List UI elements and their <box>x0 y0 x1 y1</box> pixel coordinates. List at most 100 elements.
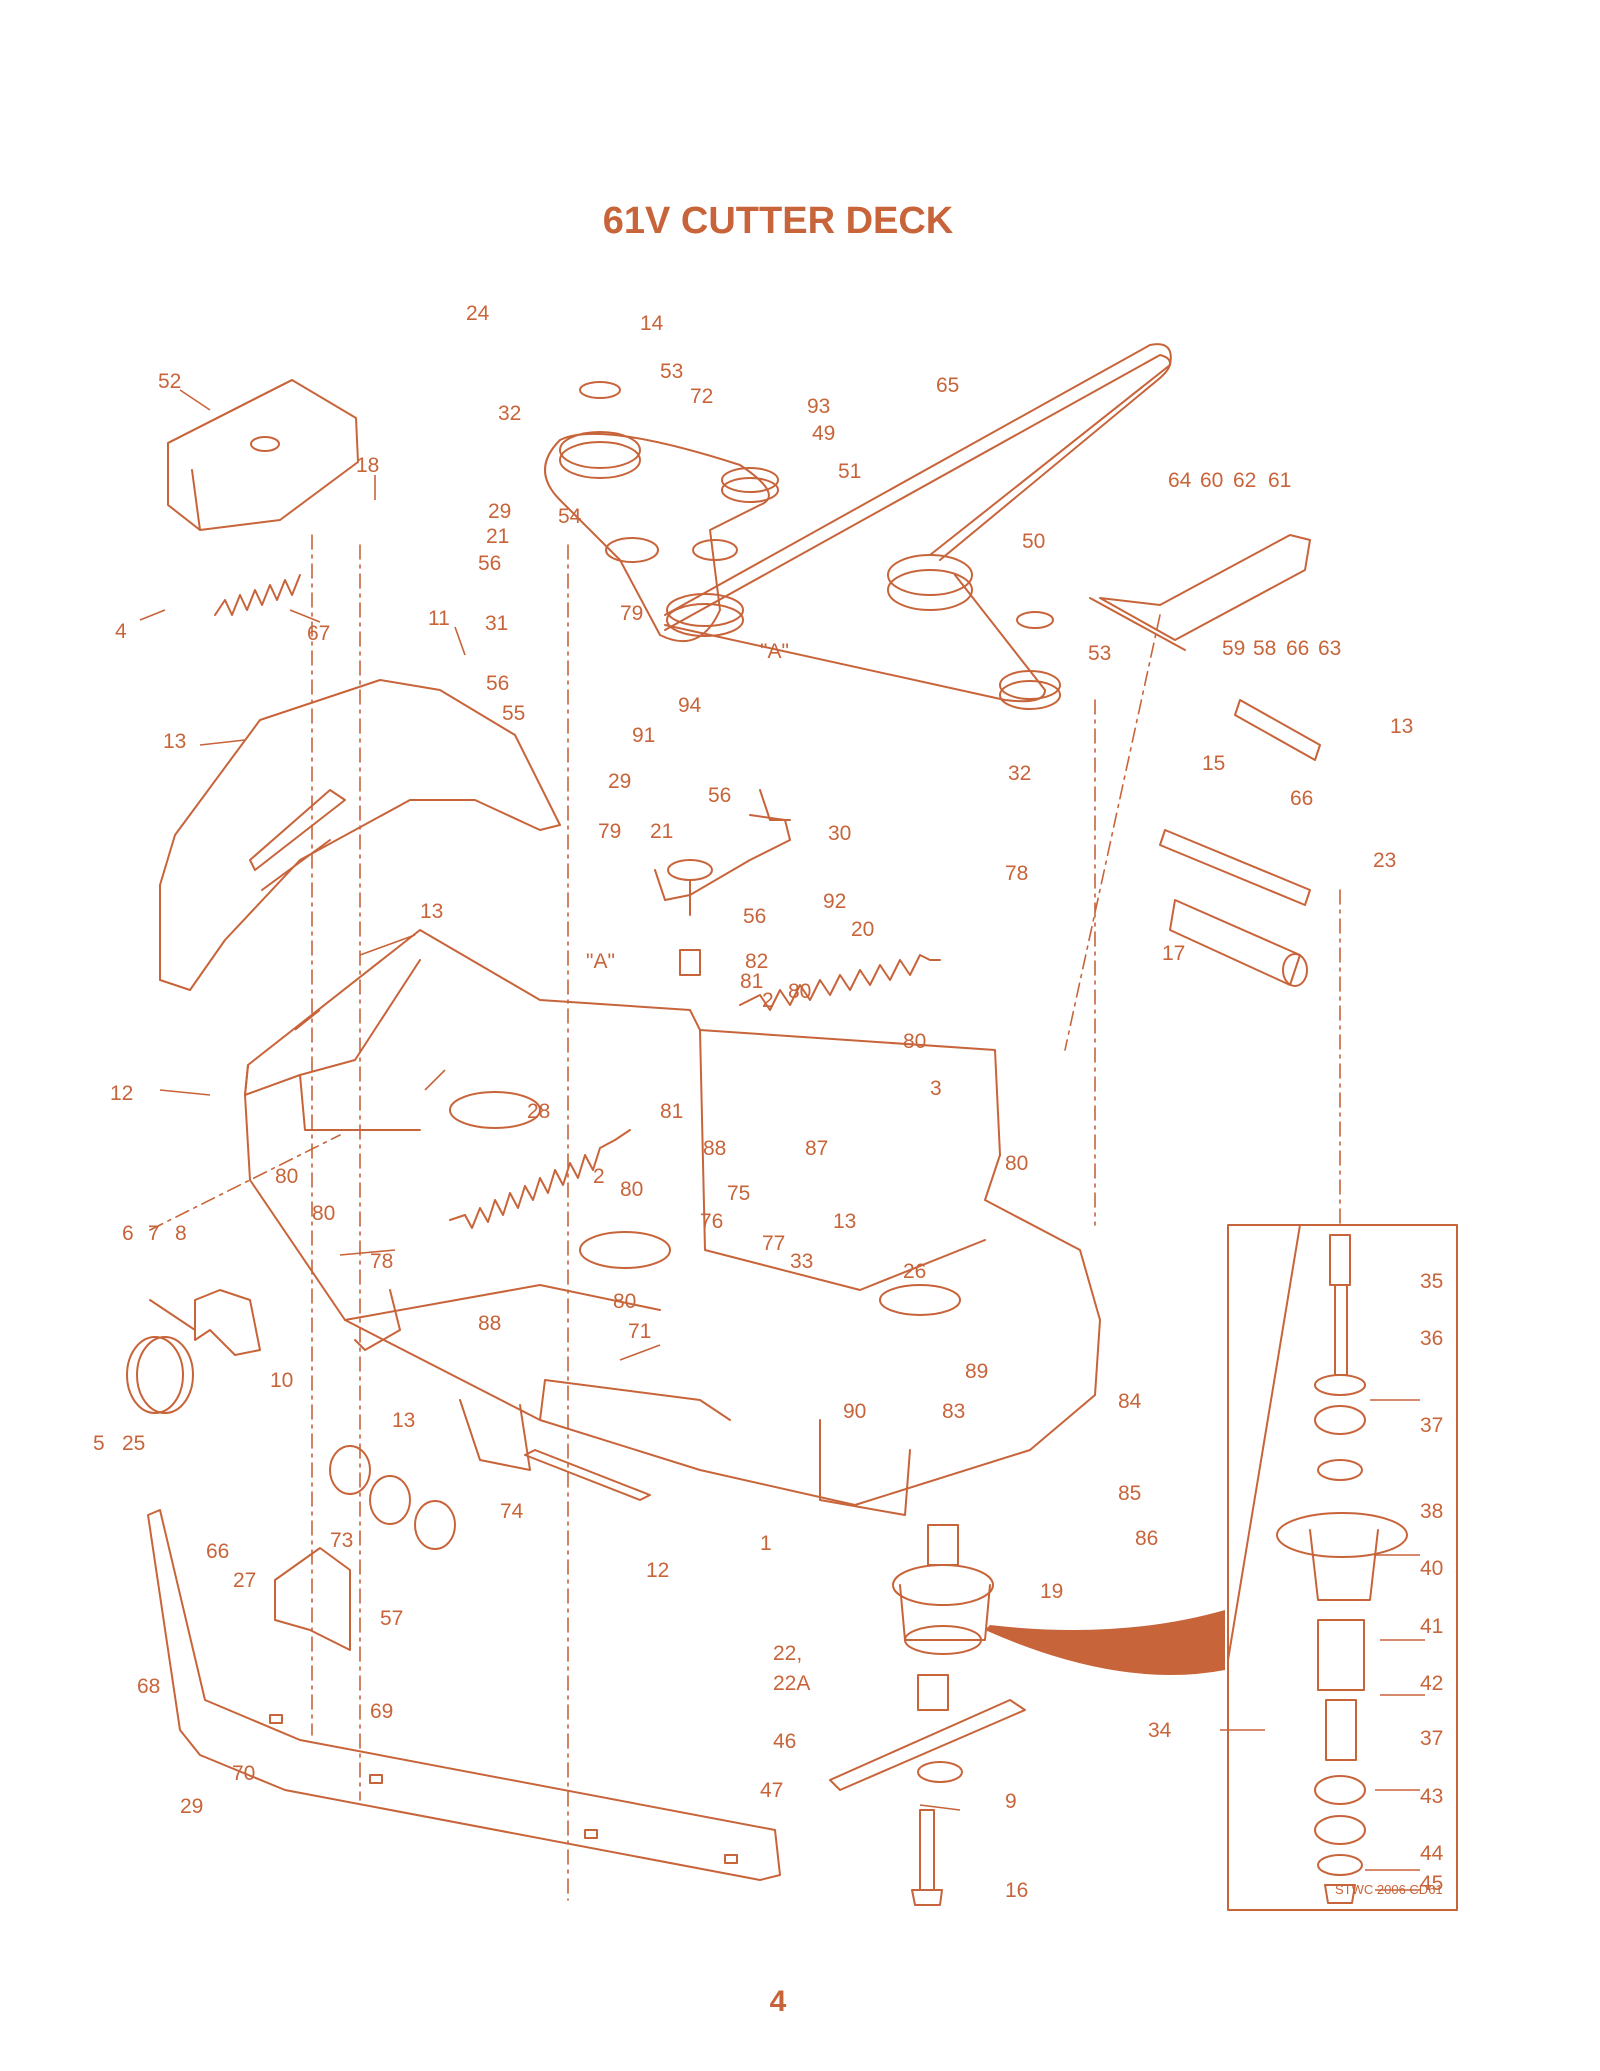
callout-68: 68 <box>137 1675 160 1698</box>
callout-58: 58 <box>1253 637 1276 660</box>
callout-89: 89 <box>965 1360 988 1383</box>
callout-80b: 80 <box>903 1030 926 1053</box>
anti-scalp-rollers-part <box>329 1445 456 1550</box>
callout-91: 91 <box>632 724 655 747</box>
callout-49: 49 <box>812 422 835 445</box>
callout-72: 72 <box>690 385 713 408</box>
rod-58-part <box>1234 699 1321 761</box>
spring-67-part <box>214 574 301 616</box>
callout-81a: 81 <box>740 970 763 993</box>
callout-79b: 79 <box>598 820 621 843</box>
callout-80f: 80 <box>613 1290 636 1313</box>
callout-view-a-top: "A" <box>760 640 789 663</box>
callout-6: 6 <box>122 1222 134 1245</box>
callout-21a: 21 <box>486 525 509 548</box>
callout-75: 75 <box>727 1182 750 1205</box>
callout-53b: 53 <box>1088 642 1111 665</box>
callout-64: 64 <box>1168 469 1192 492</box>
callout-31: 31 <box>485 612 508 635</box>
callout-41: 41 <box>1420 1615 1443 1638</box>
callout-84: 84 <box>1118 1390 1142 1413</box>
page-title: 61V CUTTER DECK <box>602 200 954 242</box>
callout-85: 85 <box>1118 1482 1141 1505</box>
callout-66b: 66 <box>1290 787 1313 810</box>
callout-4: 4 <box>115 620 127 643</box>
callout-24: 24 <box>466 302 490 325</box>
callout-21b: 21 <box>650 820 673 843</box>
callout-53a: 53 <box>660 360 683 383</box>
callout-13b: 13 <box>420 900 443 923</box>
callout-61: 61 <box>1268 469 1291 492</box>
callout-86: 86 <box>1135 1527 1158 1550</box>
callout-78b: 78 <box>370 1250 393 1273</box>
callout-63: 63 <box>1318 637 1341 660</box>
callout-32b: 32 <box>1008 762 1031 785</box>
callout-12a: 12 <box>110 1082 133 1105</box>
callout-92: 92 <box>823 890 846 913</box>
callout-78a: 78 <box>1005 862 1028 885</box>
pulley-belt-assembly <box>544 381 1061 710</box>
callout-59: 59 <box>1222 637 1245 660</box>
callout-88a: 88 <box>703 1137 726 1160</box>
callout-37a: 37 <box>1420 1414 1443 1437</box>
callout-55: 55 <box>502 702 525 725</box>
callout-80g: 80 <box>1005 1152 1028 1175</box>
callout-87: 87 <box>805 1137 828 1160</box>
callout-46: 46 <box>773 1730 796 1753</box>
callout-74: 74 <box>500 1500 524 1523</box>
page-number: 4 <box>769 1985 787 2018</box>
callout-47: 47 <box>760 1779 783 1802</box>
callout-81b: 81 <box>660 1100 683 1123</box>
callout-42: 42 <box>1420 1672 1443 1695</box>
rod-15-part <box>1159 829 1311 906</box>
callout-45: 45 <box>1420 1872 1443 1895</box>
roller-17-part <box>1169 899 1308 987</box>
belt-cover-part <box>167 379 359 531</box>
callout-29b: 29 <box>608 770 631 793</box>
callout-52: 52 <box>158 370 181 393</box>
callout-80a: 80 <box>788 980 811 1003</box>
spring-28-part <box>449 1129 631 1229</box>
callout-30: 30 <box>828 822 851 845</box>
callout-37b: 37 <box>1420 1727 1443 1750</box>
callout-3: 3 <box>930 1077 942 1100</box>
callout-80c: 80 <box>275 1165 298 1188</box>
reference-code: STWC 2006 CD61 <box>1335 1882 1443 1897</box>
callout-13e: 13 <box>392 1409 415 1432</box>
callout-73: 73 <box>330 1529 353 1552</box>
callout-56d: 56 <box>743 905 766 928</box>
callout-43: 43 <box>1420 1785 1443 1808</box>
callout-34: 34 <box>1148 1719 1172 1742</box>
callout-labels: 1 2 2 3 4 5 6 7 8 9 10 11 12 12 13 13 13… <box>93 302 1444 1902</box>
callout-7: 7 <box>148 1222 160 1245</box>
callout-27: 27 <box>233 1569 256 1592</box>
callout-23: 23 <box>1373 849 1396 872</box>
bar-74-part <box>524 1449 651 1501</box>
callout-77: 77 <box>762 1232 785 1255</box>
idler-arm-part <box>654 789 791 976</box>
callout-28: 28 <box>527 1100 550 1123</box>
callout-51: 51 <box>838 460 861 483</box>
callout-13c: 13 <box>1390 715 1413 738</box>
callout-1: 1 <box>760 1532 772 1555</box>
callout-2b: 2 <box>593 1165 605 1188</box>
deck-shroud-part <box>159 679 561 991</box>
callout-66c: 66 <box>206 1540 229 1563</box>
callout-5: 5 <box>93 1432 105 1455</box>
spindle-assembly-part <box>829 1524 1026 1906</box>
callout-71: 71 <box>628 1320 651 1343</box>
callout-56b: 56 <box>486 672 509 695</box>
callout-56a: 56 <box>478 552 501 575</box>
callout-62: 62 <box>1233 469 1256 492</box>
callout-66a: 66 <box>1286 637 1309 660</box>
callout-94: 94 <box>678 694 702 717</box>
inset-pointer <box>985 1610 1225 1675</box>
callout-22A: 22A <box>773 1672 810 1695</box>
callout-29a: 29 <box>488 500 511 523</box>
callout-leaders <box>139 389 1425 1891</box>
callout-36: 36 <box>1420 1327 1443 1350</box>
callout-view-a-deck: "A" <box>586 950 615 973</box>
callout-17: 17 <box>1162 942 1185 965</box>
callout-20: 20 <box>851 918 874 941</box>
callout-69: 69 <box>370 1700 393 1723</box>
